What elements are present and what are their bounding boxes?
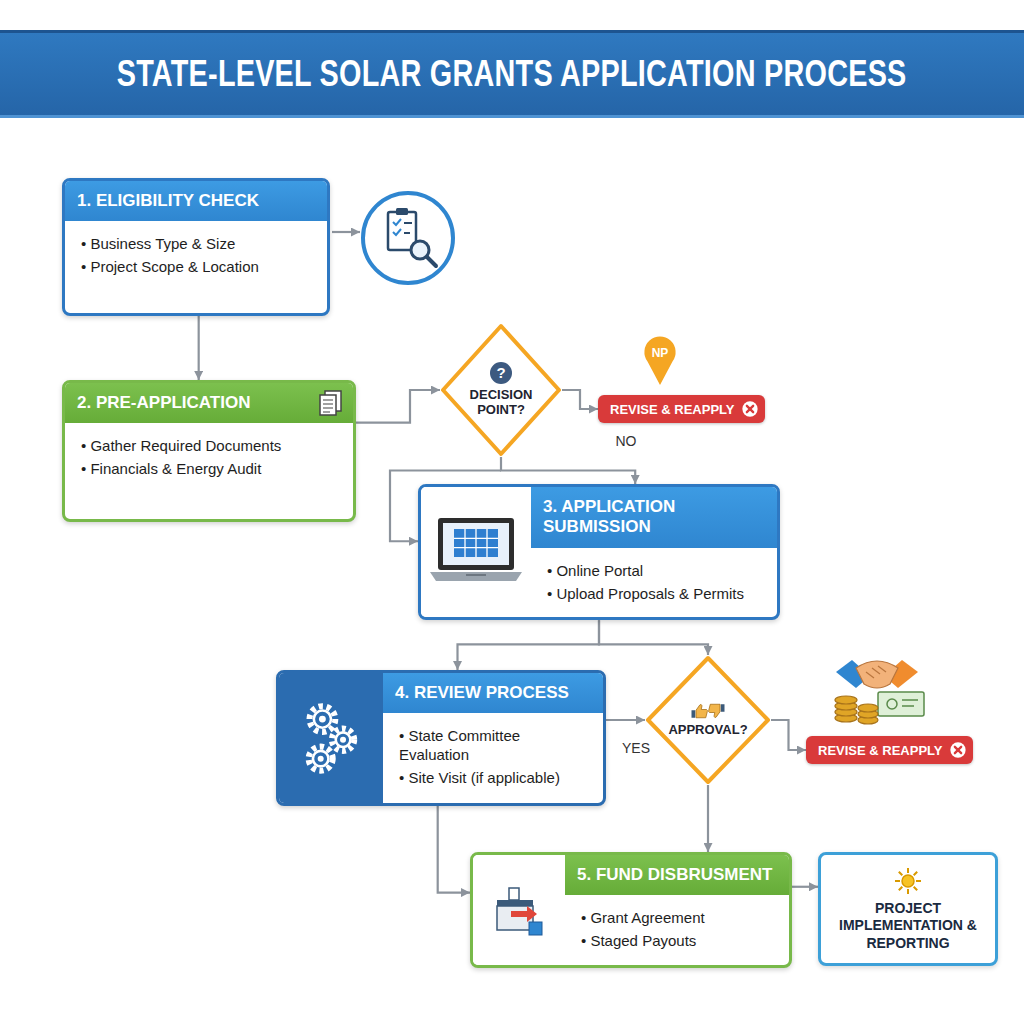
- decision-label: APPROVAL?: [668, 723, 747, 738]
- connector-line: [599, 620, 708, 655]
- reject-label: REVISE & REAPPLY: [610, 402, 735, 417]
- flow-connector: [771, 720, 806, 750]
- header-band: 5. FUND DISBRUSMENT: [565, 855, 789, 895]
- map-pin: [644, 337, 675, 385]
- bullet-item: • Business Type & Size: [81, 235, 315, 254]
- header-band: 2. PRE-APPLICATION: [65, 383, 353, 423]
- question-badge: ?: [490, 362, 512, 384]
- reject-pill: REVISE & REAPPLY: [598, 395, 765, 423]
- process-box: 3. APPLICATION SUBMISSION • Online Portal…: [418, 484, 780, 620]
- bullet-item: • Financials & Energy Audit: [81, 460, 341, 479]
- title-band: STATE-LEVEL SOLAR GRANTS APPLICATION PRO…: [0, 30, 1024, 118]
- decision-diamond: APPROVAL?: [645, 655, 771, 785]
- flow-connector: [198, 316, 199, 380]
- icon-column: [473, 855, 565, 965]
- bullet-item: • Site Visit (if applicable): [399, 769, 591, 788]
- connector-line: [606, 719, 645, 721]
- diamond-outline: [645, 655, 771, 785]
- decision-diamond: ? DECISION POINT?: [440, 323, 562, 457]
- bullet-item: • Grant Agreement: [581, 909, 777, 928]
- step-heading: 5. FUND DISBRUSMENT: [577, 865, 777, 885]
- connector-line: [198, 316, 200, 380]
- process-box: 4. REVIEW PROCESS • State Committee Evalu…: [276, 670, 606, 806]
- icon-column: [279, 673, 383, 803]
- header-band: 1. ELIGIBILITY CHECK: [65, 181, 327, 221]
- flow-connector: [458, 620, 600, 670]
- step-heading: 2. PRE-APPLICATION: [77, 393, 307, 413]
- flow-connector: [562, 390, 598, 409]
- step-heading: 4. REVIEW PROCESS: [395, 683, 591, 703]
- docs-icon: [315, 388, 345, 418]
- bullet-item: • State Committee Evaluation: [399, 727, 591, 765]
- branch-label: YES: [620, 740, 652, 756]
- header-band: 3. APPLICATION SUBMISSION: [531, 487, 777, 548]
- title-text: STATE-LEVEL SOLAR GRANTS APPLICATION PRO…: [117, 53, 907, 95]
- flow-connector: [792, 886, 818, 887]
- fund-icon: [489, 880, 549, 940]
- laptop-icon: [426, 512, 526, 592]
- connector-line: [771, 720, 806, 750]
- sun-icon: [893, 866, 923, 896]
- branch-label: NO: [614, 433, 639, 449]
- flow-connector: [356, 390, 440, 423]
- bullet-item: • Staged Payouts: [581, 932, 777, 951]
- gears-icon: [288, 695, 374, 781]
- connector-line: [458, 620, 600, 670]
- outcome-box: PROJECT IMPLEMENTATION & REPORTING: [818, 852, 998, 966]
- bullet-item: • Online Portal: [547, 562, 765, 581]
- x-icon: [741, 400, 759, 418]
- process-box: 2. PRE-APPLICATION • Gather Required Docu…: [62, 380, 356, 522]
- connector-line: [356, 390, 440, 423]
- connector-line: [792, 886, 818, 888]
- flow-connector: [606, 720, 645, 721]
- bullet-item: • Project Scope & Location: [81, 258, 315, 277]
- decision-label: DECISION POINT?: [456, 388, 546, 418]
- step-heading: 3. APPLICATION SUBMISSION: [543, 497, 765, 538]
- clipboard-icon: [363, 193, 453, 283]
- icon-column: [421, 487, 531, 617]
- pin-label: NP: [652, 346, 669, 360]
- reject-pill: REVISE & REAPPLY: [806, 736, 973, 764]
- process-box: 1. ELIGIBILITY CHECK • Business Type & Si…: [62, 178, 330, 316]
- bullet-item: • Gather Required Documents: [81, 437, 341, 456]
- thumbs-icon: [690, 702, 726, 720]
- connector-line: [562, 390, 598, 409]
- flow-connector: [438, 806, 470, 893]
- connector-line: [501, 457, 635, 484]
- handshake-coins-icon: [835, 660, 924, 724]
- step-heading: 1. ELIGIBILITY CHECK: [77, 191, 315, 211]
- bullet-item: • Upload Proposals & Permits: [547, 585, 765, 604]
- leader-arrow: [332, 231, 360, 233]
- connector-line: [707, 785, 709, 852]
- flow-connector: [708, 785, 709, 852]
- outcome-label: PROJECT IMPLEMENTATION & REPORTING: [831, 900, 985, 953]
- process-box: 5. FUND DISBRUSMENT • Grant Agreement • St…: [470, 852, 792, 968]
- reject-label: REVISE & REAPPLY: [818, 743, 943, 758]
- x-icon: [949, 741, 967, 759]
- flow-connector: [599, 620, 708, 655]
- connector-line: [438, 806, 470, 893]
- header-band: 4. REVIEW PROCESS: [383, 673, 603, 713]
